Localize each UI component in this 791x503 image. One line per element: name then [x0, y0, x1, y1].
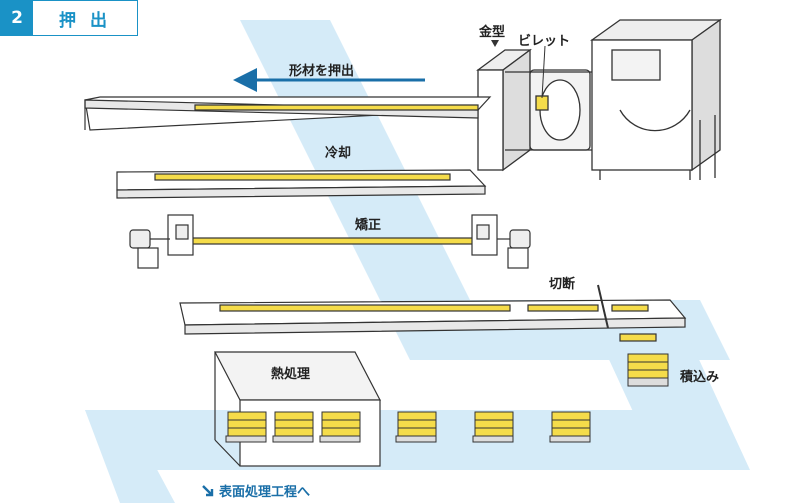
extrusion-press: [476, 18, 723, 180]
label-stacking: 積込み: [680, 370, 720, 385]
section-number: 2: [1, 1, 33, 35]
label-billet: ビレット: [518, 34, 571, 49]
next-process-text: 表面処理工程へ: [219, 485, 311, 500]
arrow-down-right-icon: [202, 484, 214, 496]
cutting-table: [179, 284, 687, 342]
profile-stacks: [225, 353, 669, 443]
stack-on-table: [627, 353, 669, 387]
label-heat-treatment: 熱処理: [271, 367, 311, 382]
billet-leader-line: [541, 45, 546, 99]
label-die: 金型: [479, 25, 506, 40]
section-tag: 2 押出: [0, 0, 138, 36]
label-cutting: 切断: [549, 277, 576, 292]
extrusion-table: [84, 96, 492, 131]
next-process-link[interactable]: 表面処理工程へ: [201, 481, 310, 500]
section-title: 押出: [59, 10, 121, 31]
cooling-table: [116, 169, 487, 199]
stretcher: [129, 214, 531, 269]
label-straighten: 矯正: [355, 218, 382, 233]
die-pointer-icon: [491, 40, 499, 47]
saw-blade: [597, 284, 609, 329]
label-extrude: 形材を押出: [289, 64, 355, 79]
label-cooling: 冷却: [325, 146, 352, 161]
